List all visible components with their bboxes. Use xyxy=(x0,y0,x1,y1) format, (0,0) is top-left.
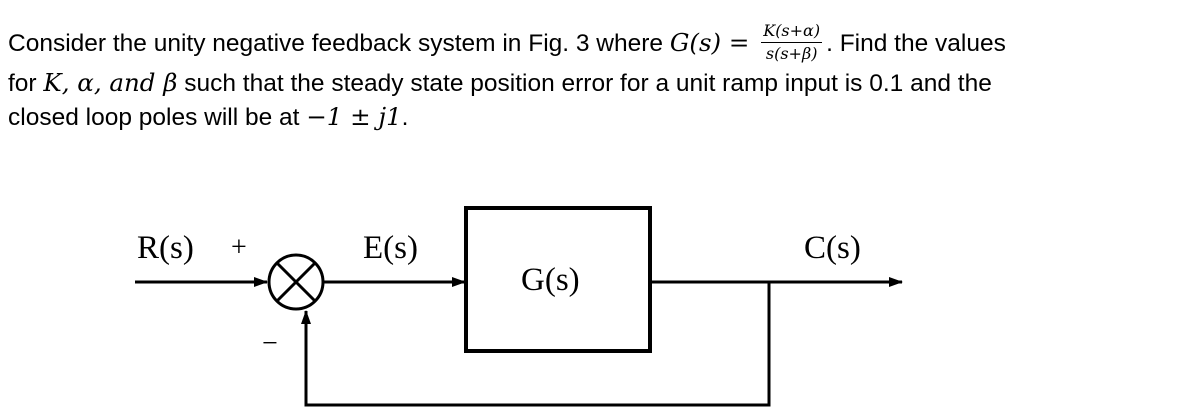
fraction-denominator: s(s+β) xyxy=(765,44,818,64)
problem-text: . Find the values xyxy=(826,30,1006,57)
plus-sign: + xyxy=(231,232,247,263)
equals-sign: = xyxy=(721,28,758,57)
problem-text: for xyxy=(8,70,44,97)
problem-statement: Consider the unity negative feedback sys… xyxy=(8,16,1188,154)
transfer-function-fraction: K(s+α)s(s+β) xyxy=(761,21,823,64)
minus-sign: − xyxy=(262,328,278,359)
input-label: R(s) xyxy=(137,230,194,266)
problem-line-3: closed loop poles will be at −1 ± j1. xyxy=(8,94,1188,140)
fraction-numerator: K(s+α) xyxy=(761,21,823,44)
summing-junction xyxy=(267,253,325,311)
plant-block xyxy=(464,206,652,353)
error-label: E(s) xyxy=(363,230,418,266)
problem-text: Consider the unity negative feedback sys… xyxy=(8,30,670,57)
closed-loop-poles: −1 ± j1 xyxy=(306,102,402,131)
unknown-parameters: K, α, and β xyxy=(43,68,178,97)
output-label: C(s) xyxy=(804,230,861,266)
problem-line-1: Consider the unity negative feedback sys… xyxy=(8,20,1188,66)
block-label: G(s) xyxy=(521,262,580,298)
problem-text: closed loop poles will be at xyxy=(8,104,307,131)
transfer-function-symbol: G(s) xyxy=(669,28,722,57)
problem-text: such that the steady state position erro… xyxy=(177,70,992,97)
feedback-path xyxy=(301,282,771,407)
problem-text: . xyxy=(401,104,409,131)
problem-line-2: for K, α, and β such that the steady sta… xyxy=(8,60,1188,106)
